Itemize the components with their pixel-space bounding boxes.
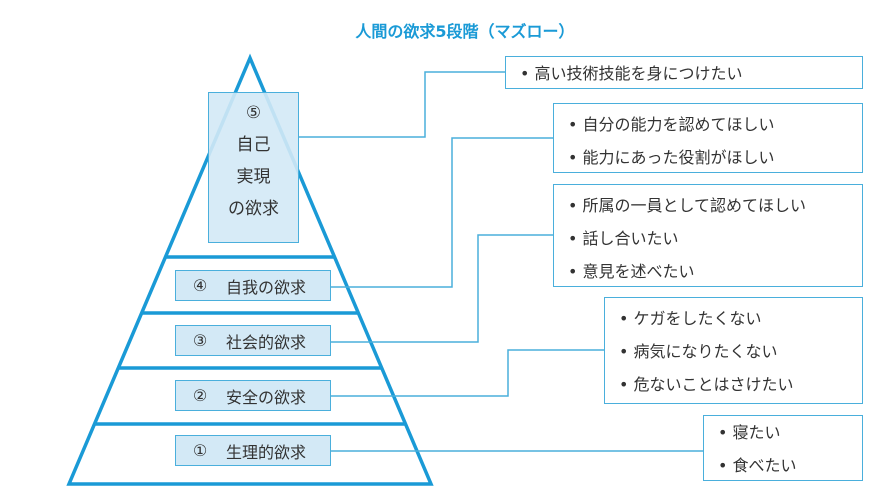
level-label-line: 自己 [236,135,271,155]
level-number: ③ [192,331,208,350]
connector-4 [331,137,553,288]
example-item: • 食べたい [718,456,797,475]
level-label: 安全の欲求 [226,387,307,407]
level-label: 生理的欲求 [226,442,307,462]
example-box-2: • ケガをしたくない • 病気になりたくない • 危ないことはさけたい [604,297,863,404]
level-label: 社会的欲求 [226,332,307,352]
level-label: 自我の欲求 [226,277,307,297]
level-1-box: ① 生理的欲求 [175,435,331,466]
example-item: • 危ないことはさけたい [619,375,794,394]
example-item: • 病気になりたくない [619,342,778,361]
example-box-5: • 高い技術技能を身につけたい [505,56,863,89]
level-3-box: ③ 社会的欲求 [175,325,331,356]
level-number: ① [192,441,208,460]
example-item: • 高い技術技能を身につけたい [520,64,743,83]
example-item: • 能力にあった役割がほしい [568,148,775,167]
example-item: • 所属の一員として認めてほしい [568,196,807,215]
level-label-line: 実現 [236,167,271,187]
example-box-4: • 自分の能力を認めてほしい • 能力にあった役割がほしい [553,103,863,173]
level-number: ④ [192,276,208,295]
connector-2 [331,349,604,397]
example-item: • 話し合いたい [568,229,679,248]
pyramid-outline [66,53,434,486]
example-box-3: • 所属の一員として認めてほしい • 話し合いたい • 意見を述べたい [553,184,863,287]
diagram-title: 人間の欲求5段階（マズロー） [355,22,575,41]
example-item: • ケガをしたくない [619,309,762,328]
example-box-1: • 寝たい • 食べたい [703,415,863,481]
level-2-box: ② 安全の欲求 [175,380,331,411]
example-item: • 自分の能力を認めてほしい [568,115,775,134]
connector-3 [331,234,553,343]
connector-5 [299,71,505,138]
level-4-box: ④ 自我の欲求 [175,270,331,301]
example-item: • 寝たい [718,423,781,442]
example-item: • 意見を述べたい [568,262,695,281]
level-number: ② [192,386,208,405]
level-label-line: の欲求 [228,199,279,219]
level-number: ⑤ [245,103,262,123]
level-5-box: ⑤ 自己 実現 の欲求 [208,92,299,243]
